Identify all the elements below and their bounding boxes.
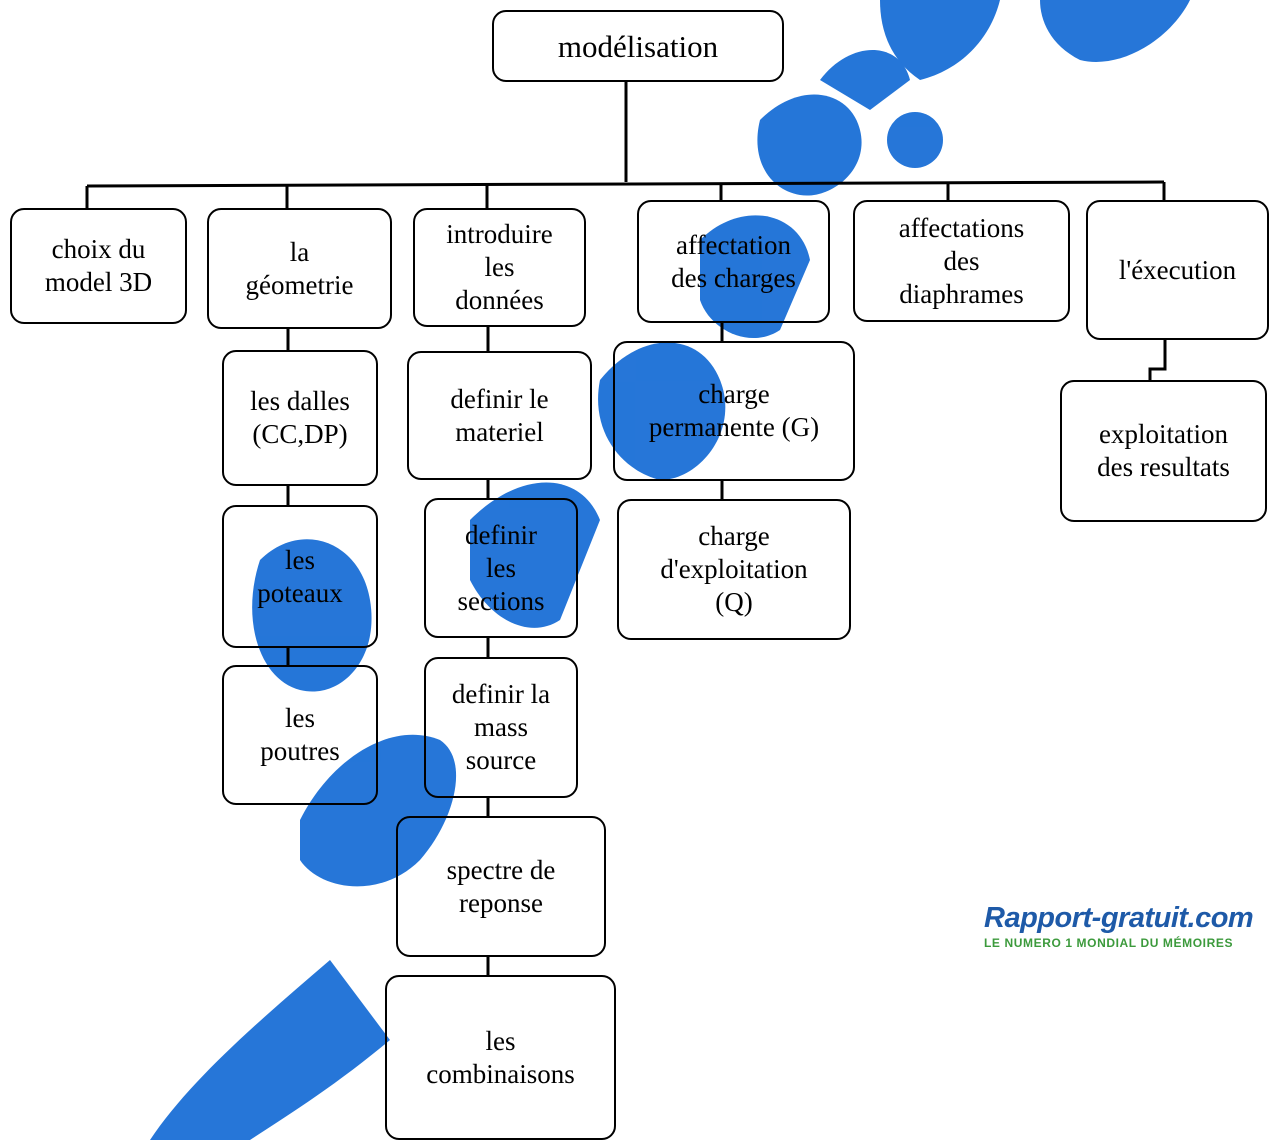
node-label: charge permanente (G) — [648, 379, 820, 442]
node-label: introduire les données — [446, 219, 553, 315]
node-execution: l'éxecution — [1086, 200, 1269, 340]
node-label: definir la mass source — [451, 679, 551, 775]
node-label: affectations des diaphrames — [898, 212, 1025, 309]
node-label: la géometrie — [245, 236, 354, 300]
root-node-label: modélisation — [557, 28, 719, 64]
node-label: definir le materiel — [450, 383, 549, 447]
logo-tagline: LE NUMERO 1 MONDIAL DU MÉMOIRES — [984, 936, 1234, 950]
node-charge-permanente: charge permanente (G) — [613, 341, 855, 481]
logo-text: Rapport-gratuit.com — [984, 902, 1254, 934]
node-geometrie: la géometrie — [207, 208, 392, 329]
watermark-logo: Rapport-gratuit.com LE NUMERO 1 MONDIAL … — [984, 902, 1269, 962]
node-poutres: les poutres — [222, 665, 378, 805]
node-affectations-diaphrames: affectations des diaphrames — [853, 200, 1070, 322]
node-label: charge d'exploitation (Q) — [660, 521, 808, 617]
node-charge-exploitation: charge d'exploitation (Q) — [617, 499, 851, 640]
node-label: choix du model 3D — [44, 234, 153, 297]
node-label: affectation des charges — [671, 229, 796, 293]
node-poteaux: les poteaux — [222, 505, 378, 648]
node-label: spectre de reponse — [446, 854, 556, 918]
node-label: l'éxecution — [1118, 254, 1237, 285]
node-dalles: les dalles (CC,DP) — [222, 350, 378, 486]
node-affectation-charges: affectation des charges — [637, 200, 830, 323]
node-definir-mass-source: definir la mass source — [424, 657, 578, 798]
node-label: exploitation des resultats — [1097, 419, 1230, 482]
node-combinaisons: les combinaisons — [385, 975, 616, 1140]
node-label: definir les sections — [457, 519, 545, 616]
node-choix-model: choix du model 3D — [10, 208, 187, 324]
node-spectre-reponse: spectre de reponse — [396, 816, 606, 957]
node-definir-materiel: definir le materiel — [407, 351, 592, 480]
node-label: les poutres — [260, 703, 340, 766]
node-exploitation-resultats: exploitation des resultats — [1060, 380, 1267, 522]
root-node: modélisation — [492, 10, 784, 82]
node-label: les poteaux — [257, 544, 343, 608]
node-label: les dalles (CC,DP) — [250, 386, 350, 449]
node-label: les combinaisons — [426, 1025, 575, 1089]
node-introduire-donnees: introduire les données — [413, 208, 586, 327]
node-definir-sections: definir les sections — [424, 498, 578, 638]
